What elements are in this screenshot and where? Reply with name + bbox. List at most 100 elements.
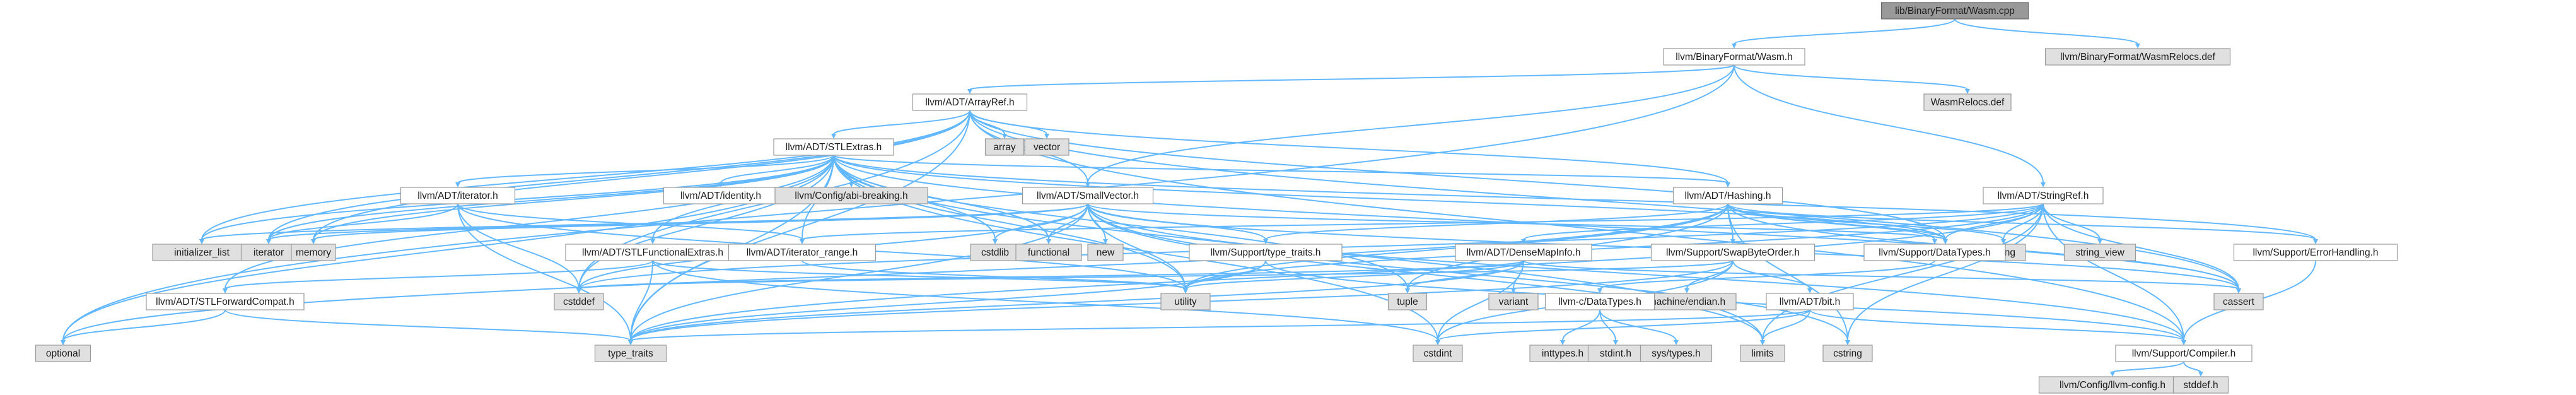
- node-wasmrelocs-def: WasmRelocs.def: [1923, 93, 2012, 111]
- node-stlforwardcompat[interactable]: llvm/ADT/STLForwardCompat.h: [146, 293, 305, 310]
- edge-wasm_h-to-optional: [62, 64, 1735, 341]
- edge-densemapinfo-to-type_traits: [630, 260, 1524, 341]
- edge-arrowhead: [2135, 44, 2140, 49]
- edge-arrowhead: [1807, 288, 1812, 293]
- edge-wasm_h-to-arrayref: [969, 64, 1735, 90]
- edge-smallvector-to-compiler: [1087, 203, 2184, 341]
- node-sys-types: sys/types.h: [1640, 345, 1713, 362]
- node-label: stdint.h: [1600, 348, 1631, 359]
- node-functional: functional: [1015, 244, 1082, 261]
- edge-arrowhead: [576, 288, 581, 293]
- edge-type_traits_h-to-type_traits: [630, 260, 1266, 341]
- node-box: [663, 187, 779, 204]
- node-box: [1024, 138, 1069, 156]
- node-label: new: [1097, 247, 1115, 258]
- edge-arrowhead: [849, 182, 854, 187]
- node-label: llvm/Support/SwapByteOrder.h: [1666, 247, 1800, 258]
- edge-arrowhead: [1597, 288, 1602, 293]
- edge-compiler-to-stddef: [2183, 361, 2201, 373]
- edge-arrowhead: [2181, 340, 2186, 345]
- node-root: lib/BinaryFormat/Wasm.cpp: [1880, 2, 2029, 20]
- node-label: optional: [46, 348, 80, 359]
- node-iterator-h[interactable]: llvm/ADT/iterator.h: [400, 187, 516, 204]
- node-stlextras[interactable]: llvm/ADT/STLExtras.h: [773, 138, 894, 156]
- edge-arrowhead: [1965, 89, 1970, 94]
- node-arrayref[interactable]: llvm/ADT/ArrayRef.h: [912, 93, 1028, 111]
- edge-arrowhead: [650, 239, 655, 244]
- edge-arrayref-to-iterator: [268, 110, 970, 240]
- edge-bit_h-to-cstdint: [1437, 309, 1810, 341]
- edge-iterator_h-to-cstddef: [457, 203, 580, 290]
- node-box: [594, 345, 667, 362]
- edge-smallvector-to-utility: [1087, 203, 1186, 290]
- node-smallvector[interactable]: llvm/ADT/SmallVector.h: [1022, 187, 1154, 204]
- node-box: [1022, 187, 1154, 204]
- edge-stlextras-to-utility: [833, 155, 1186, 290]
- node-type-traits-h[interactable]: llvm/Support/type_traits.h: [1189, 244, 1343, 261]
- edge-smallvector-to-limits: [1087, 203, 1763, 341]
- node-wasm-h[interactable]: llvm/BinaryFormat/Wasm.h: [1663, 48, 1805, 66]
- node-stddef: stddef.h: [2172, 376, 2229, 394]
- node-box: [1488, 293, 1539, 310]
- edge-arrowhead: [266, 239, 271, 244]
- edge-arrowhead: [311, 239, 316, 244]
- edge-stlextras-to-memory: [313, 155, 834, 240]
- node-box: [400, 187, 516, 204]
- edge-arrowhead: [1943, 239, 1948, 244]
- node-iterator: iterator: [240, 244, 297, 261]
- node-bit-h[interactable]: llvm/ADT/bit.h: [1766, 293, 1854, 310]
- node-identity[interactable]: llvm/ADT/identity.h: [663, 187, 779, 204]
- edge-stlextras-to-tuple: [833, 155, 1408, 290]
- node-errorhandling[interactable]: llvm/Support/ErrorHandling.h: [2233, 244, 2398, 261]
- edge-smallvector-to-memory: [313, 203, 1088, 240]
- edge-stlextras-to-iterator_h: [457, 155, 834, 184]
- edge-stlforwardcompat-to-type_traits: [224, 309, 631, 341]
- node-datatypes-support[interactable]: llvm/Support/DataTypes.h: [1863, 244, 2006, 261]
- edge-arrowhead: [831, 134, 836, 139]
- node-swapbyteorder[interactable]: llvm/Support/SwapByteOrder.h: [1650, 244, 1815, 261]
- edge-densemapinfo-to-cstddef: [578, 260, 1524, 290]
- node-label: llvm/ADT/STLForwardCompat.h: [156, 297, 294, 307]
- node-label: utility: [1174, 297, 1197, 307]
- edge-c_datatypes-to-sys_types: [1599, 309, 1677, 341]
- edge-stlextras-to-errorhandling: [833, 155, 2316, 240]
- node-label: memory: [296, 247, 331, 258]
- node-label: machine/endian.h: [1648, 297, 1725, 307]
- node-c-datatypes[interactable]: llvm-c/DataTypes.h: [1544, 293, 1655, 310]
- edge-arrowhead: [1085, 182, 1090, 187]
- node-cassert: cassert: [2213, 293, 2264, 310]
- node-stringref[interactable]: llvm/ADT/StringRef.h: [1983, 187, 2104, 204]
- node-label: functional: [1028, 247, 1069, 258]
- node-label: llvm/BinaryFormat/Wasm.h: [1676, 52, 1792, 62]
- edge-root-to-wasm_h: [1734, 18, 1955, 45]
- node-label: cstdlib: [981, 247, 1009, 258]
- edge-arrowhead: [1046, 239, 1051, 244]
- node-type-traits: type_traits: [594, 345, 667, 362]
- node-densemapinfo[interactable]: llvm/ADT/DenseMapInfo.h: [1455, 244, 1592, 261]
- node-label: sys/types.h: [1652, 348, 1701, 359]
- node-box: [2233, 244, 2398, 261]
- node-compiler[interactable]: llvm/Support/Compiler.h: [2115, 345, 2253, 362]
- node-stlfunctionalextras[interactable]: llvm/ADT/STLFunctionalExtras.h: [565, 244, 740, 261]
- edge-arrowhead: [2236, 288, 2241, 293]
- node-vector: vector: [1024, 138, 1069, 156]
- edge-arrowhead: [455, 182, 460, 187]
- node-iterator-range[interactable]: llvm/ADT/iterator_range.h: [728, 244, 877, 261]
- node-hashing[interactable]: llvm/ADT/Hashing.h: [1672, 187, 1783, 204]
- node-variant: variant: [1488, 293, 1539, 310]
- edge-arrowhead: [1103, 239, 1108, 244]
- node-box: [1640, 345, 1713, 362]
- edge-stlfunctionalextras-to-type_traits: [630, 260, 653, 341]
- node-label: llvm/ADT/Hashing.h: [1685, 191, 1771, 201]
- node-box: [1650, 244, 1815, 261]
- edge-bit_h-to-compiler: [1809, 309, 2184, 341]
- edge-arrowhead: [1511, 288, 1516, 293]
- node-label: llvm/Config/llvm-config.h: [2060, 380, 2165, 391]
- node-label: stddef.h: [2183, 380, 2218, 391]
- edge-arrowhead: [1725, 182, 1730, 187]
- node-optional: optional: [35, 345, 91, 362]
- edge-iterator_h-to-iterator: [268, 203, 458, 240]
- node-box: [554, 293, 604, 310]
- node-label: initializer_list: [174, 247, 230, 258]
- node-abibreaking: llvm/Config/abi-breaking.h: [774, 187, 928, 204]
